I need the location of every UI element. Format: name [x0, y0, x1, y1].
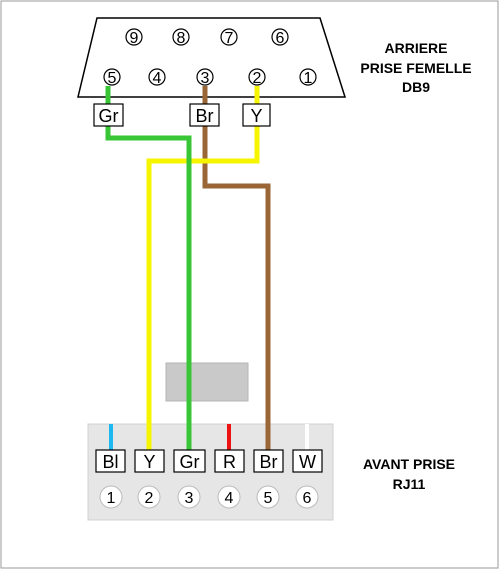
rj11-tag-gr-box [173, 449, 206, 473]
rj11-latch-block [165, 362, 249, 402]
db9-label-line2: PRISE FEMELLE [360, 60, 471, 76]
db9-tag-br-box [189, 103, 220, 127]
db9-bottom-pin-row: 5 4 3 2 1 [103, 68, 317, 87]
db9-pin-4-label: 4 [153, 70, 162, 87]
rj11-pin-1 [99, 485, 123, 509]
rj11-pin-4-label: 4 [225, 490, 234, 507]
db9-tag-y-box [242, 103, 271, 127]
db9-pin-2-label: 2 [253, 70, 262, 87]
rj11-pin-4 [217, 485, 241, 509]
db9-tag-y: Y [242, 103, 271, 127]
rj11-label: AVANT PRISE RJ11 [363, 456, 455, 492]
rj11-tag-r-box [214, 449, 245, 473]
db9-label-line1: ARRIERE [384, 40, 447, 56]
rj11-tag-gr: Gr [180, 452, 200, 472]
rj11-module [87, 423, 334, 521]
rj11-tag-row: Bl Y Gr R Br W [95, 449, 323, 473]
rj11-tag-bl: Bl [102, 452, 118, 472]
db9-tag-gr-box [93, 103, 124, 127]
db9-pin-3 [196, 68, 214, 86]
rj11-tag-w-box [292, 449, 323, 473]
rj11-pin-6-label: 6 [303, 490, 312, 507]
rj11-pin-2 [137, 485, 161, 509]
rj11-label-line2: RJ11 [393, 476, 426, 492]
db9-pin-5 [103, 68, 121, 86]
db9-tag-gr-text: Gr [99, 106, 119, 126]
rj11-pin-1-label: 1 [107, 490, 116, 507]
db9-pin-8 [172, 28, 190, 46]
db9-pin-4 [148, 68, 166, 86]
db9-tag-br: Br [189, 103, 220, 127]
rj11-pin-6 [295, 485, 319, 509]
rj11-pin-3-label: 3 [185, 490, 194, 507]
db9-pin-7 [220, 28, 238, 46]
db9-pin-3-label: 3 [201, 70, 210, 87]
rj11-tag-bl-box [95, 449, 126, 473]
db9-pin-9-label: 9 [130, 30, 139, 47]
rj11-pin-2-label: 2 [145, 490, 154, 507]
rj11-pin-5-label: 5 [264, 490, 273, 507]
wire-brown [202, 86, 271, 451]
rj11-tag-br-box [253, 449, 284, 473]
db9-pin-1 [299, 68, 317, 86]
db9-tag-y-text: Y [250, 106, 262, 126]
db9-label-line3: DB9 [402, 79, 430, 95]
db9-pin-1-label: 1 [304, 70, 313, 87]
rj11-tag-y: Y [143, 452, 155, 472]
db9-pin-9 [125, 28, 143, 46]
db9-pin-5-label: 5 [108, 70, 117, 87]
rj11-tag-br: Br [260, 452, 278, 472]
db9-top-pin-row: 9 8 7 6 [125, 28, 289, 47]
db9-pin-6-label: 6 [276, 30, 285, 47]
rj11-tag-y-box [134, 449, 165, 473]
db9-pin-2 [248, 68, 266, 86]
db9-tag-gr: Gr [93, 103, 124, 127]
rj11-pin-5 [256, 485, 280, 509]
rj11-label-line1: AVANT PRISE [363, 456, 455, 472]
db9-pin-6 [271, 28, 289, 46]
rj11-tag-r: R [223, 452, 236, 472]
db9-pin-7-label: 7 [225, 30, 234, 47]
rj11-pin-row: 1 2 3 4 5 6 [99, 485, 319, 509]
db9-label: ARRIERE PRISE FEMELLE DB9 [360, 40, 471, 95]
rj11-pin-3 [177, 485, 201, 509]
db9-tag-br-text: Br [196, 106, 214, 126]
db9-pin-8-label: 8 [177, 30, 186, 47]
rj11-tag-w: W [299, 452, 316, 472]
